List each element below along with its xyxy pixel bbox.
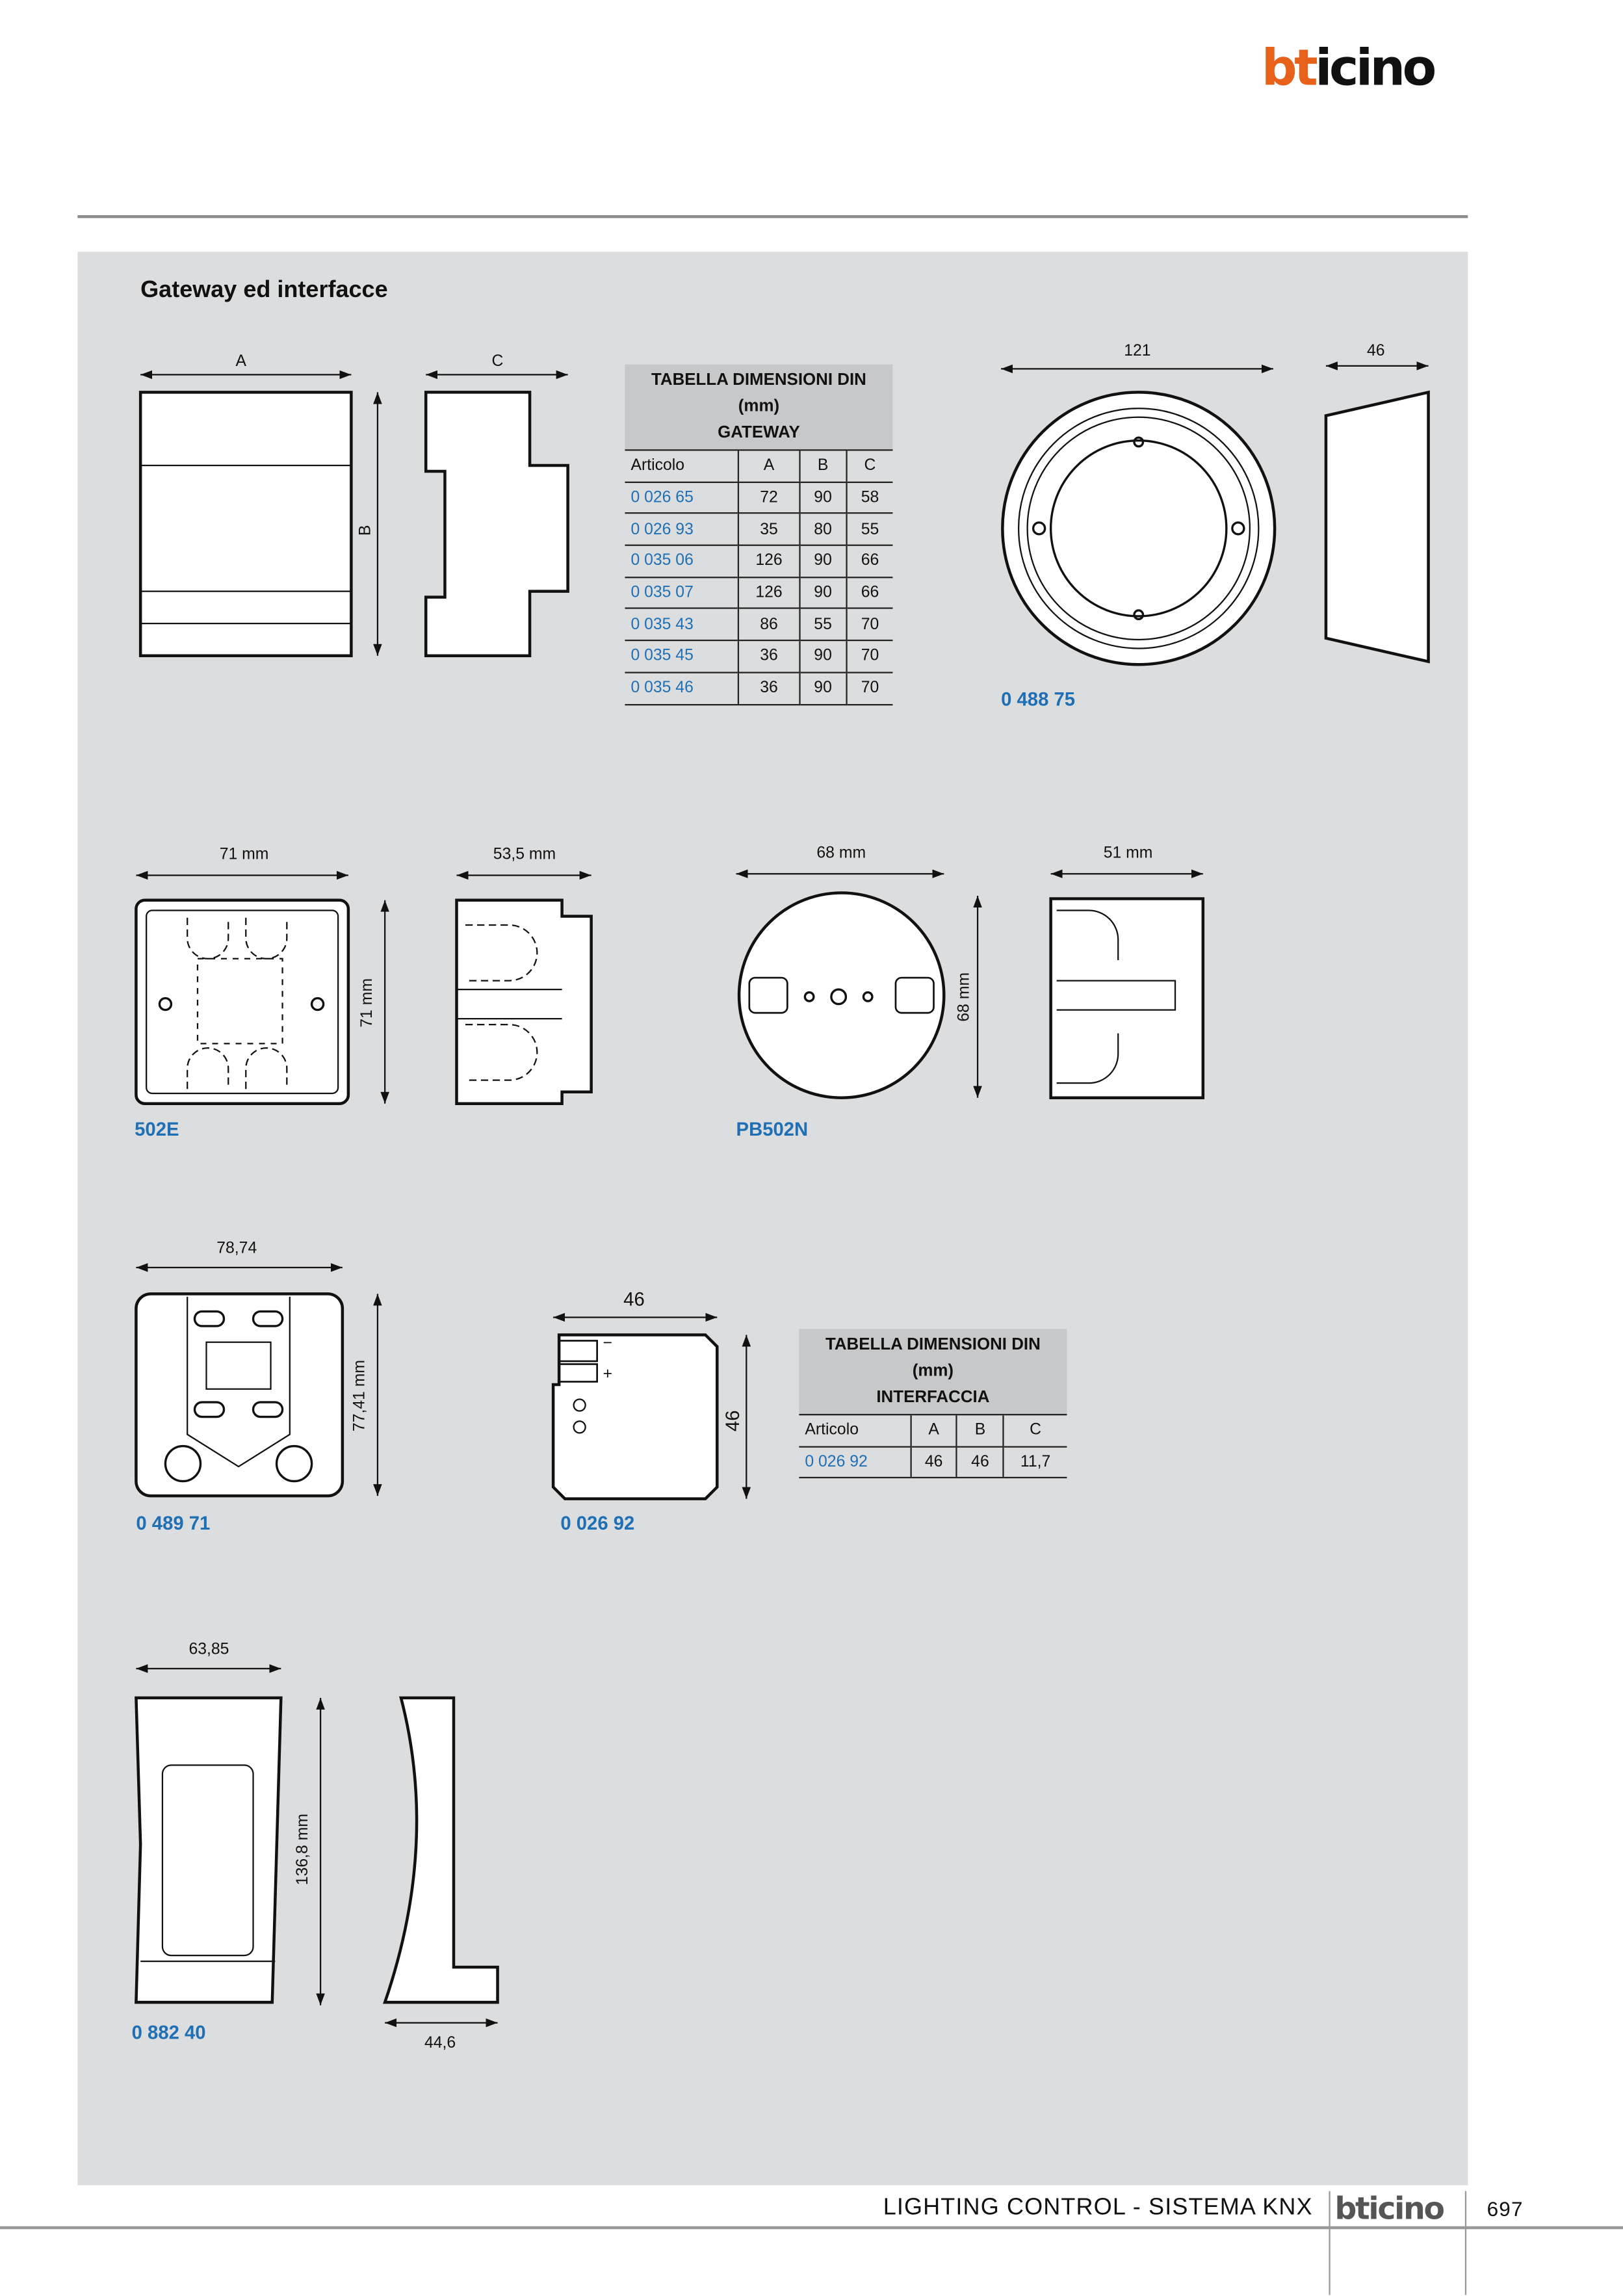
gateway-dimensions-table: TABELLA DIMENSIONI DIN (mm) GATEWAY Artic… (625, 364, 893, 705)
dimension-cell: 55 (798, 608, 847, 641)
dim-height: 46 (721, 1410, 744, 1432)
p02692-drawing (551, 1312, 751, 1500)
col-header: Articolo (625, 449, 739, 483)
din-front-drawing (138, 370, 382, 657)
section-title: Gateway ed interfacce (140, 278, 388, 304)
dimension-cell: 36 (738, 640, 799, 673)
article-code: 0 035 46 (625, 672, 739, 705)
dimension-cell: 70 (846, 640, 893, 673)
bticino-logo: bticino (1261, 39, 1436, 98)
dim-height: 136,8 mm (294, 1813, 312, 1886)
article-code: 0 035 06 (625, 544, 739, 577)
minus-terminal-label: − (603, 1335, 613, 1353)
dimension-cell: 80 (798, 512, 847, 545)
dimension-cell: 72 (738, 481, 799, 514)
dim-width: 71 mm (219, 846, 269, 864)
dim-depth: 44,6 (424, 2034, 456, 2052)
dim-height: 77,41 mm (351, 1359, 369, 1432)
dimension-cell: 35 (738, 512, 799, 545)
header-divider (77, 215, 1468, 218)
dimension-cell: 70 (846, 672, 893, 705)
page-number: 697 (1487, 2197, 1524, 2221)
ring-drawing (1001, 361, 1430, 666)
dimension-cell: 46 (909, 1445, 957, 1479)
table-subtitle: INTERFACCIA (876, 1389, 990, 1407)
dimension-cell: 90 (798, 481, 847, 514)
dimension-cell: 126 (738, 576, 799, 609)
table-title: TABELLA DIMENSIONI DIN (mm) (651, 371, 866, 416)
product-code: 0 489 71 (136, 1511, 211, 1534)
dim-width: 63,85 (188, 1641, 229, 1659)
dim-ring-width: 121 (1124, 342, 1151, 360)
dim-width: 68 mm (816, 844, 866, 863)
article-code: 0 026 92 (799, 1445, 911, 1479)
dimension-cell: 36 (738, 672, 799, 705)
dimension-cell: 90 (798, 640, 847, 673)
footer-divider (1329, 2191, 1331, 2295)
col-header: C (1002, 1414, 1067, 1448)
dimension-cell: 90 (798, 544, 847, 577)
dimension-cell: 90 (798, 576, 847, 609)
dim-width: 46 (623, 1288, 645, 1311)
dimension-cell: 66 (846, 544, 893, 577)
col-header: Articolo (799, 1414, 911, 1448)
dim-ring-depth: 46 (1366, 342, 1385, 360)
dimension-cell: 55 (846, 512, 893, 545)
col-header: A (909, 1414, 957, 1448)
footer-title: LIGHTING CONTROL - SISTEMA KNX (883, 2195, 1313, 2221)
dim-width: 78,74 (216, 1240, 257, 1258)
pb502n-drawing (736, 869, 1205, 1099)
dimension-cell: 66 (846, 576, 893, 609)
footer-rule (0, 2226, 1623, 2229)
table-title: TABELLA DIMENSIONI DIN (mm) (825, 1336, 1041, 1381)
product-code: 0 026 92 (560, 1511, 635, 1534)
article-code: 0 035 07 (625, 576, 739, 609)
col-header: C (846, 449, 893, 483)
footer-divider (1464, 2191, 1467, 2295)
interface-dimensions-table: TABELLA DIMENSIONI DIN (mm) INTERFACCIA A… (799, 1329, 1067, 1479)
dim-height: 68 mm (955, 972, 974, 1022)
dim-c: C (491, 352, 504, 371)
dimension-cell: 58 (846, 481, 893, 514)
dimension-cell: 90 (798, 672, 847, 705)
dim-depth: 51 mm (1103, 844, 1153, 863)
dimension-cell: 126 (738, 544, 799, 577)
article-code: 0 026 65 (625, 481, 739, 514)
table-subtitle: GATEWAY (718, 424, 800, 442)
article-code: 0 026 93 (625, 512, 739, 545)
article-code: 0 035 43 (625, 608, 739, 641)
col-header: B (798, 449, 847, 483)
product-code: 0 882 40 (131, 2021, 206, 2044)
plus-terminal-label: + (603, 1365, 613, 1383)
p48971-drawing (135, 1263, 382, 1498)
box-502e-drawing (135, 870, 593, 1105)
footer-logo: bticino (1334, 2191, 1445, 2226)
dim-depth: 53,5 mm (493, 846, 556, 864)
dimension-cell: 70 (846, 608, 893, 641)
p88240-drawing (135, 1664, 499, 2028)
dimension-cell: 11,7 (1002, 1445, 1067, 1479)
product-code: 502E (135, 1118, 179, 1140)
col-header: B (956, 1414, 1004, 1448)
dimension-cell: 86 (738, 608, 799, 641)
product-code: PB502N (736, 1118, 809, 1140)
dim-b: B (357, 525, 375, 536)
article-code: 0 035 45 (625, 640, 739, 673)
din-side-drawing (424, 370, 569, 657)
dimension-cell: 46 (956, 1445, 1004, 1479)
dim-a: A (235, 352, 247, 371)
dim-height: 71 mm (358, 978, 376, 1028)
col-header: A (738, 449, 799, 483)
product-code: 0 488 75 (1001, 688, 1076, 711)
